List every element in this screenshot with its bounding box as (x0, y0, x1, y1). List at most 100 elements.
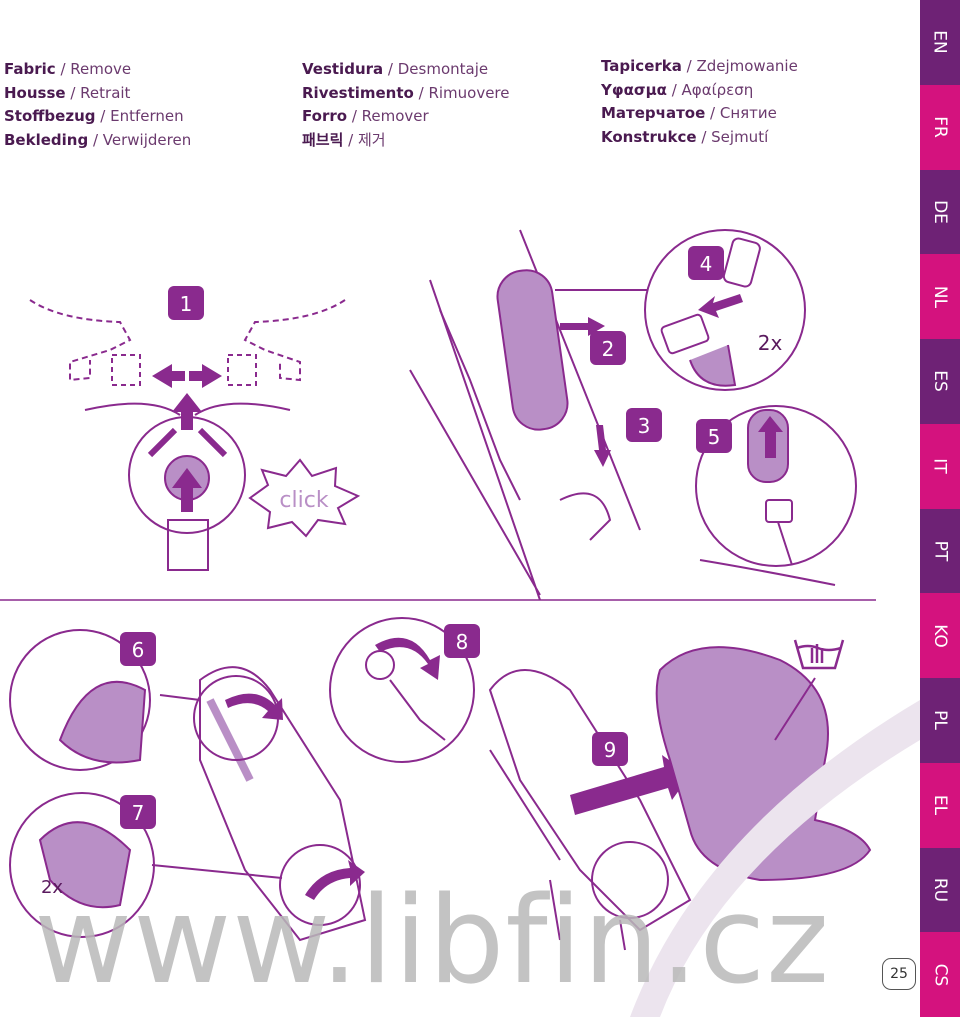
step-6-arrow (225, 693, 283, 720)
language-tab-nl[interactable]: NL (920, 254, 960, 339)
header-translation: Entfernen (110, 107, 184, 125)
header-entry: 패브릭 / 제거 (302, 129, 510, 153)
step-1-badge-shape (168, 286, 204, 320)
header-term: Rivestimento (302, 83, 414, 102)
header-separator: / (347, 107, 362, 125)
language-tab-label: EN (930, 30, 950, 55)
header-translation: Remove (70, 60, 132, 78)
language-tab-de[interactable]: DE (920, 169, 960, 255)
header-entry: Матерчатое / Снятие (601, 102, 798, 126)
language-tab-en[interactable]: EN (920, 0, 960, 85)
header-translation: Rimuovere (428, 83, 510, 102)
page-number: 25 (882, 958, 916, 990)
language-tab-ko[interactable]: KO (920, 593, 960, 678)
header-separator: / (55, 60, 71, 78)
shell-illustration (488, 669, 692, 951)
hand-wash-icon (793, 639, 845, 670)
header-entry: Konstrukce / Sejmutí (601, 126, 798, 150)
language-tab-label: DE (930, 199, 950, 224)
header-entry: Forro / Remover (302, 105, 510, 129)
header-separator: / (88, 130, 103, 149)
language-tab-label: ES (929, 370, 950, 393)
twice-label-7: 2x (41, 877, 63, 898)
header-term: Stoffbezug (4, 107, 96, 125)
step-2-3-illustration (409, 229, 650, 601)
language-tab-label: RU (929, 877, 950, 903)
header-separator: / (413, 83, 429, 102)
step-5-badge: 5 (708, 425, 721, 449)
header-entry: Tapicerka / Zdejmowanie (601, 55, 798, 79)
header-entry: Vestidura / Desmontaje (302, 58, 510, 82)
header-translation: Снятие (719, 104, 777, 122)
step-2-3-arrows (560, 317, 611, 467)
header-entry: Housse / Retrait (4, 82, 191, 106)
step-4-badge: 4 (700, 252, 713, 276)
header-separator: / (681, 57, 697, 75)
language-tabs: EN FR DE NL ES IT PT KO PL EL RU CS (920, 0, 960, 1017)
watermark: www.libfin.cz (34, 872, 831, 1011)
header-translation: Retrait (80, 83, 131, 102)
header-translation: Desmontaje (397, 60, 489, 78)
language-tab-label: NL (929, 285, 950, 308)
header-term: Bekleding (4, 130, 89, 149)
click-label: click (279, 488, 328, 513)
header-translation: Αφαίρεση (681, 80, 754, 99)
step-4-illustration (660, 237, 761, 387)
header-term: Fabric (4, 60, 56, 78)
header-separator: / (666, 80, 682, 99)
language-tab-label: KO (929, 623, 950, 648)
header-entry: Υφασμα / Αφαίρεση (601, 79, 798, 103)
twice-label-4: 2x (758, 331, 783, 355)
step-1-arrows (152, 364, 222, 512)
header-term: Housse (4, 83, 66, 102)
language-tab-label: EL (930, 795, 950, 816)
header-translation: Remover (361, 107, 429, 125)
step-4-detail-circle (644, 229, 806, 391)
step-1-badge: 1 (180, 292, 193, 316)
header-separator: / (383, 60, 398, 78)
language-tab-label: IT (930, 458, 950, 474)
step-5-detail-circle (695, 405, 857, 567)
language-tab-pl[interactable]: PL (920, 678, 960, 763)
header-entry: Stoffbezug / Entfernen (4, 105, 191, 129)
language-tab-fr[interactable]: FR (920, 84, 960, 170)
click-burst (248, 458, 361, 538)
language-tab-ru[interactable]: RU (920, 847, 960, 933)
step-4-arrow (698, 294, 743, 318)
header-translation: Verwijderen (102, 130, 192, 149)
language-tab-label: PL (929, 710, 950, 731)
step-8-arrow (375, 637, 440, 680)
language-tab-es[interactable]: ES (920, 339, 960, 424)
language-tab-it[interactable]: IT (920, 423, 960, 509)
header-entry: Bekleding / Verwijderen (4, 129, 191, 153)
header-separator: / (343, 130, 358, 149)
header-term: Forro (302, 107, 348, 125)
header-term: 패브릭 (302, 130, 344, 149)
language-tab-label: FR (930, 116, 950, 138)
language-tab-cs[interactable]: CS (920, 932, 960, 1017)
header-translation: Sejmutí (711, 127, 769, 146)
step-7-arrow (305, 860, 365, 900)
step-7-badge: 7 (132, 801, 145, 825)
language-tab-el[interactable]: EL (920, 762, 960, 848)
header-translation: 제거 (358, 130, 386, 149)
decorative-swoosh (630, 700, 920, 1017)
header-separator: / (705, 104, 720, 122)
language-tab-label: CS (929, 963, 950, 986)
step-9-badge: 9 (604, 738, 617, 762)
instruction-diagrams: 1 click 2 3 4 2x 5 6 (0, 229, 920, 1017)
header-separator: / (696, 127, 712, 146)
language-tab-pt[interactable]: PT (920, 508, 960, 594)
step-3-badge: 3 (638, 414, 651, 438)
header-term: Матерчатое (601, 104, 706, 122)
header-separator: / (95, 107, 111, 125)
step-1-illustration (29, 299, 346, 571)
fabric-cover (655, 646, 872, 882)
step-9-arrow (570, 755, 690, 815)
header-entry: Rivestimento / Rimuovere (302, 82, 510, 106)
header-term: Tapicerka (601, 57, 682, 75)
header-separator: / (65, 83, 81, 102)
